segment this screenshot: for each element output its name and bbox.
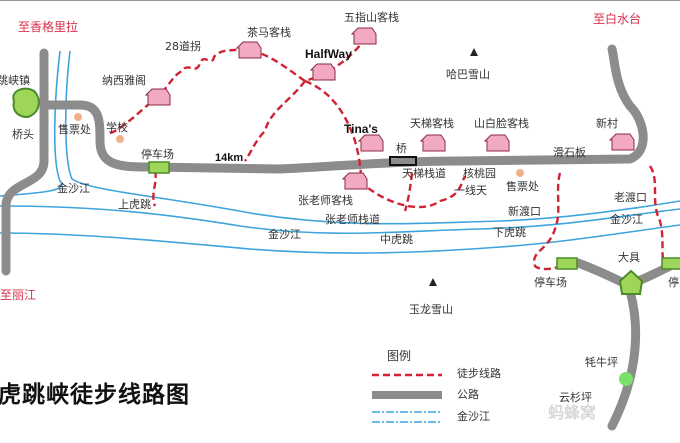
direction-shangrila: 至香格里拉: [18, 20, 79, 34]
place-tinas: Tina's: [344, 122, 378, 136]
watermark-logo: 蚂蜂窝: [548, 403, 597, 422]
place-parking: 停车场: [141, 148, 174, 161]
inn-icon: [419, 134, 446, 152]
qiaotou-town-icon: [12, 87, 40, 119]
inn-icons: [144, 27, 635, 190]
parking-icon: [661, 257, 680, 270]
inn-icon: [357, 134, 384, 152]
legend-label-road: 公路: [457, 388, 479, 401]
inn-icon: [309, 63, 336, 81]
maoniuping-marker-icon: [619, 372, 633, 386]
place-jinsha-river: 金沙江: [268, 228, 301, 241]
place-yunshanping: 云杉坪: [559, 391, 592, 404]
place-14km: 14km: [215, 152, 244, 164]
place-ticket-office: 售票处: [58, 123, 91, 136]
direction-baishuitai: 至白水台: [593, 12, 642, 26]
place-teacher-zhang-inn: 张老师客栈: [298, 194, 353, 207]
mountain-icon: [429, 278, 437, 286]
trails: [109, 42, 667, 271]
legend-label-trail: 徒步线路: [457, 367, 501, 380]
place-teacher-zhang-path: 张老师栈道: [325, 213, 380, 226]
bridge-icon: [389, 156, 417, 166]
inn-icon: [235, 41, 262, 59]
place-naxi-yage: 纳西雅阁: [102, 74, 146, 87]
place-yulong-mountain: 玉龙雪山: [409, 303, 453, 316]
place-daju: 大具: [618, 251, 640, 264]
place-ticket-office-2: 售票处: [506, 180, 539, 193]
inn-icon: [608, 133, 635, 151]
parking-icon: [148, 161, 170, 174]
place-halfway: HalfWay: [305, 47, 352, 61]
legend-label-river: 金沙江: [457, 410, 490, 423]
map-title: 虎跳峡徒步线路图: [0, 382, 190, 408]
place-xincun: 新村: [596, 117, 618, 130]
legend-swatches: [372, 373, 442, 423]
place-hetaoyuan: 核桃园: [463, 167, 496, 180]
mountain-icon: [470, 48, 478, 56]
daju-town-icon: [618, 269, 644, 295]
place-bridge: 桥: [396, 142, 407, 155]
direction-lijiang: 至丽江: [0, 288, 37, 302]
legend-title: 图例: [387, 349, 412, 363]
place-lower-tiger-leap: 下虎跳: [493, 226, 526, 239]
place-haba-mountain: 哈巴雪山: [446, 68, 490, 81]
parking-icons: [148, 161, 680, 270]
place-wuzhishan-inn: 五指山客栈: [344, 11, 399, 24]
place-upper-tiger-leap: 上虎跳: [118, 198, 151, 211]
place-tianti-path: 天梯栈道: [402, 167, 446, 180]
inn-icon: [144, 88, 171, 106]
place-28-bends: 28道拐: [165, 40, 201, 53]
place-jinsha-river: 金沙江: [610, 213, 643, 226]
jinsha-river: [0, 50, 680, 254]
school-marker-icon: [116, 135, 124, 143]
place-middle-tiger-leap: 中虎跳: [380, 233, 413, 246]
place-yixiantian: 一线天: [454, 184, 487, 197]
legend-river-icon: [372, 411, 442, 423]
inn-icon: [341, 172, 368, 190]
ticket-office-marker-icon: [516, 169, 524, 177]
place-huashiban: 滑石板: [553, 146, 586, 159]
place-hutiaoxia-town: 虎跳峡镇: [0, 74, 30, 87]
place-parking-2: 停车场: [534, 276, 567, 289]
parking-icon: [556, 257, 578, 270]
inn-icon: [350, 27, 377, 45]
place-qiaotou: 桥头: [12, 128, 34, 141]
place-jinsha-river: 金沙江: [57, 182, 90, 195]
place-maoniuping: 牦牛坪: [585, 356, 618, 369]
place-new-ferry: 新渡口: [508, 205, 541, 218]
place-old-ferry: 老渡口: [614, 191, 647, 204]
inn-icon: [483, 134, 510, 152]
place-school: 学校: [106, 121, 128, 134]
place-tianti-inn: 天梯客栈: [410, 117, 454, 130]
place-chama-inn: 茶马客栈: [247, 26, 291, 39]
place-parking-3: 停: [668, 276, 679, 289]
ticket-office-marker-icon: [74, 113, 82, 121]
place-shanbailian-inn: 山白脸客栈: [474, 117, 529, 130]
